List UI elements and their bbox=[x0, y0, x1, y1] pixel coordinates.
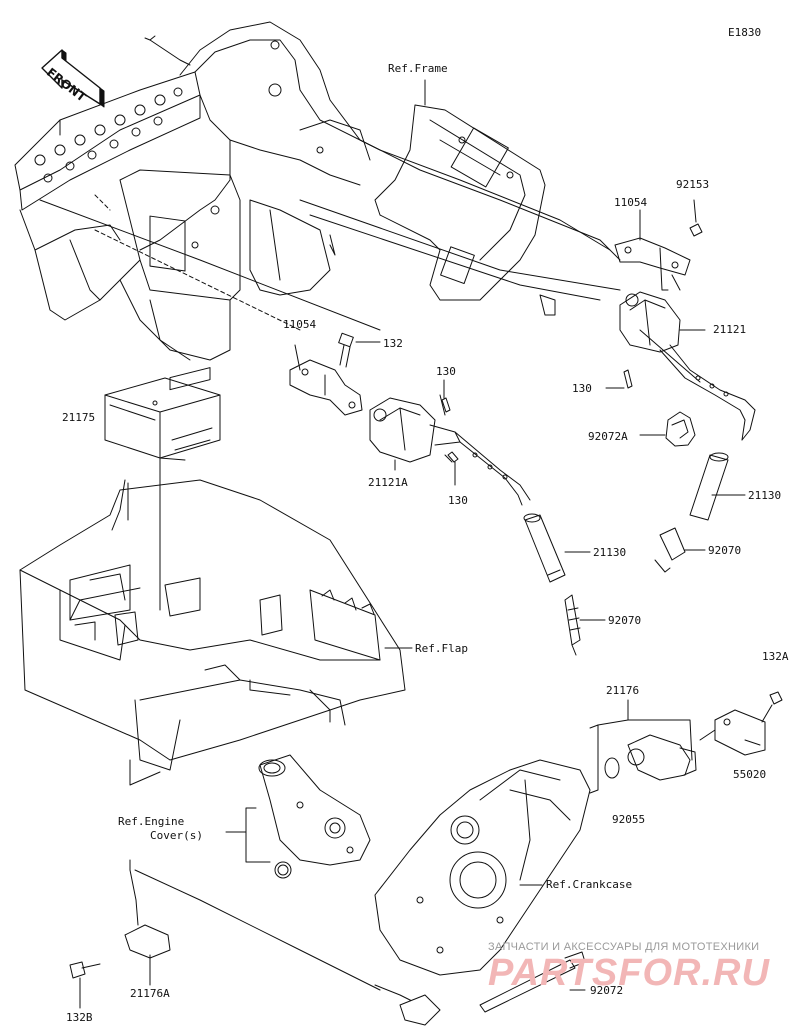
part-130-upper[interactable]: 130 bbox=[436, 365, 456, 378]
igniter-unit-drawing bbox=[104, 367, 221, 611]
part-55020[interactable]: 55020 bbox=[733, 768, 767, 781]
watermark-logo: PARTSFOR.RU bbox=[488, 952, 770, 994]
part-21130-left[interactable]: 21130 bbox=[593, 546, 627, 559]
frame-drawing bbox=[14, 21, 621, 361]
ref-flap-label: Ref.Flap bbox=[415, 642, 468, 655]
part-92070-left[interactable]: 92070 bbox=[608, 614, 642, 627]
part-132B[interactable]: 132B bbox=[66, 1011, 93, 1024]
plate-55020-drawing bbox=[699, 709, 766, 756]
part-92055[interactable]: 92055 bbox=[612, 813, 646, 826]
gear-sensor-drawing bbox=[589, 699, 697, 794]
ref-engine-label: Ref.Engine bbox=[118, 815, 185, 828]
clamp-92072A-drawing bbox=[639, 411, 696, 447]
bolt-130-upper-drawing bbox=[441, 379, 451, 413]
bolt-130-lower-drawing bbox=[447, 451, 459, 486]
bolt-130-right-drawing bbox=[605, 369, 633, 389]
spark-plug-left-drawing bbox=[564, 594, 606, 656]
ignition-coil-right-drawing bbox=[619, 291, 756, 441]
part-92070-right[interactable]: 92070 bbox=[708, 544, 742, 557]
watermark-tagline: ЗАПЧАСТИ И АКСЕССУАРЫ ДЛЯ МОТОТЕХНИКИ bbox=[488, 941, 760, 953]
part-130-right[interactable]: 130 bbox=[572, 382, 592, 395]
bolt-132A-drawing bbox=[761, 691, 783, 723]
part-21121[interactable]: 21121 bbox=[713, 323, 747, 336]
coil-bracket-right-drawing bbox=[614, 209, 691, 291]
spark-plug-right-drawing bbox=[654, 527, 706, 573]
part-21130-right[interactable]: 21130 bbox=[748, 489, 782, 502]
part-130-lower[interactable]: 130 bbox=[448, 494, 468, 507]
bolt-132B-drawing bbox=[69, 961, 101, 1009]
part-21176[interactable]: 21176 bbox=[606, 684, 640, 697]
crankcase-drawing bbox=[374, 759, 591, 976]
plug-cap-right-drawing bbox=[689, 452, 746, 521]
part-92072[interactable]: 92072 bbox=[590, 984, 624, 997]
engine-cover-drawing bbox=[258, 754, 371, 879]
ref-engine-covers-label: Cover(s) bbox=[150, 829, 203, 842]
part-21175[interactable]: 21175 bbox=[62, 411, 96, 424]
part-132[interactable]: 132 bbox=[383, 337, 403, 350]
part-21176A[interactable]: 21176A bbox=[130, 987, 170, 1000]
frame-bracket-drawing bbox=[329, 79, 556, 316]
bolt-92153-drawing bbox=[689, 199, 703, 237]
front-arrow-icon bbox=[41, 49, 105, 108]
ref-crankcase-label: Ref.Crankcase bbox=[546, 878, 633, 891]
coil-bracket-left-drawing bbox=[289, 344, 363, 416]
part-92072A[interactable]: 92072A bbox=[588, 430, 628, 443]
part-132A[interactable]: 132A bbox=[762, 650, 789, 663]
part-11054-right[interactable]: 11054 bbox=[614, 196, 648, 209]
diagram-code: E1830 bbox=[728, 26, 762, 39]
band-92072-drawing bbox=[479, 951, 586, 1013]
ref-frame-label: Ref.Frame bbox=[388, 62, 448, 75]
bolt-132-drawing bbox=[338, 332, 381, 368]
part-92153[interactable]: 92153 bbox=[676, 178, 710, 191]
part-11054-left[interactable]: 11054 bbox=[283, 318, 317, 331]
speed-sensor-drawing bbox=[124, 859, 441, 1026]
plug-cap-left-drawing bbox=[523, 513, 591, 583]
ignition-coil-a-drawing bbox=[369, 394, 531, 506]
flap-drawing bbox=[19, 479, 406, 786]
part-21121A[interactable]: 21121A bbox=[368, 476, 408, 489]
